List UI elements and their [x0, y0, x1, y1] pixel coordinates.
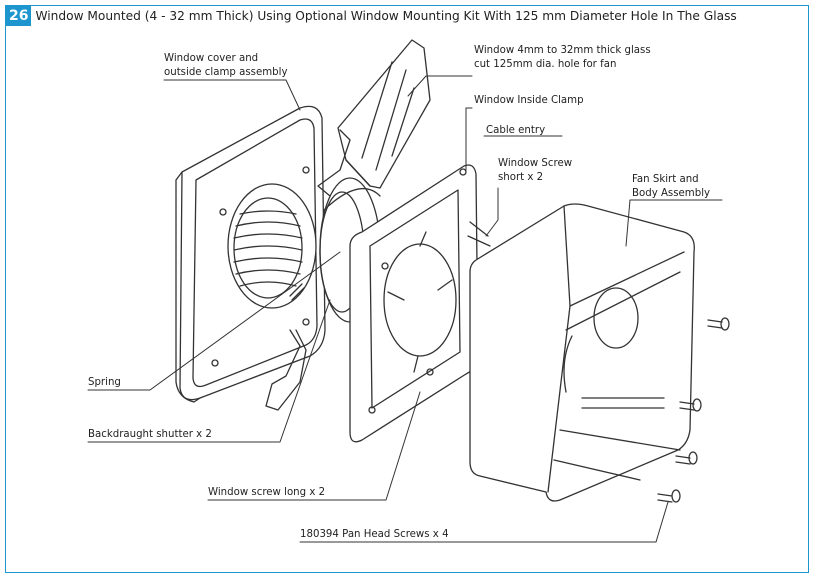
window-cover-assembly	[175, 105, 326, 403]
leader-lines	[87, 75, 723, 543]
label-window-screw-long: Window screw long x 2	[208, 487, 326, 498]
label-window-screw-short: Window Screw short x 2	[498, 158, 573, 183]
window-glass	[265, 39, 431, 411]
step-title: Window Mounted (4 - 32 mm Thick) Using O…	[35, 9, 737, 23]
pan-head-screws	[657, 317, 730, 503]
label-fan-skirt: Fan Skirt and Body Assembly	[632, 174, 711, 199]
label-pan-head-screws: 180394 Pan Head Screws x 4	[300, 529, 449, 540]
label-spring: Spring	[88, 377, 121, 388]
step-header: 26 Window Mounted (4 - 32 mm Thick) Usin…	[6, 6, 737, 26]
step-number-badge: 26	[6, 6, 32, 26]
label-backdraught-shutter: Backdraught shutter x 2	[88, 429, 212, 440]
diagram-frame	[5, 5, 809, 573]
window-inside-clamp	[349, 164, 491, 443]
label-glass: Window 4mm to 32mm thick glass cut 125mm…	[474, 45, 651, 70]
label-window-cover: Window cover and outside clamp assembly	[164, 53, 288, 78]
label-inside-clamp: Window Inside Clamp	[474, 95, 584, 106]
fan-skirt-body	[469, 203, 695, 502]
label-cable-entry: Cable entry	[486, 125, 546, 136]
